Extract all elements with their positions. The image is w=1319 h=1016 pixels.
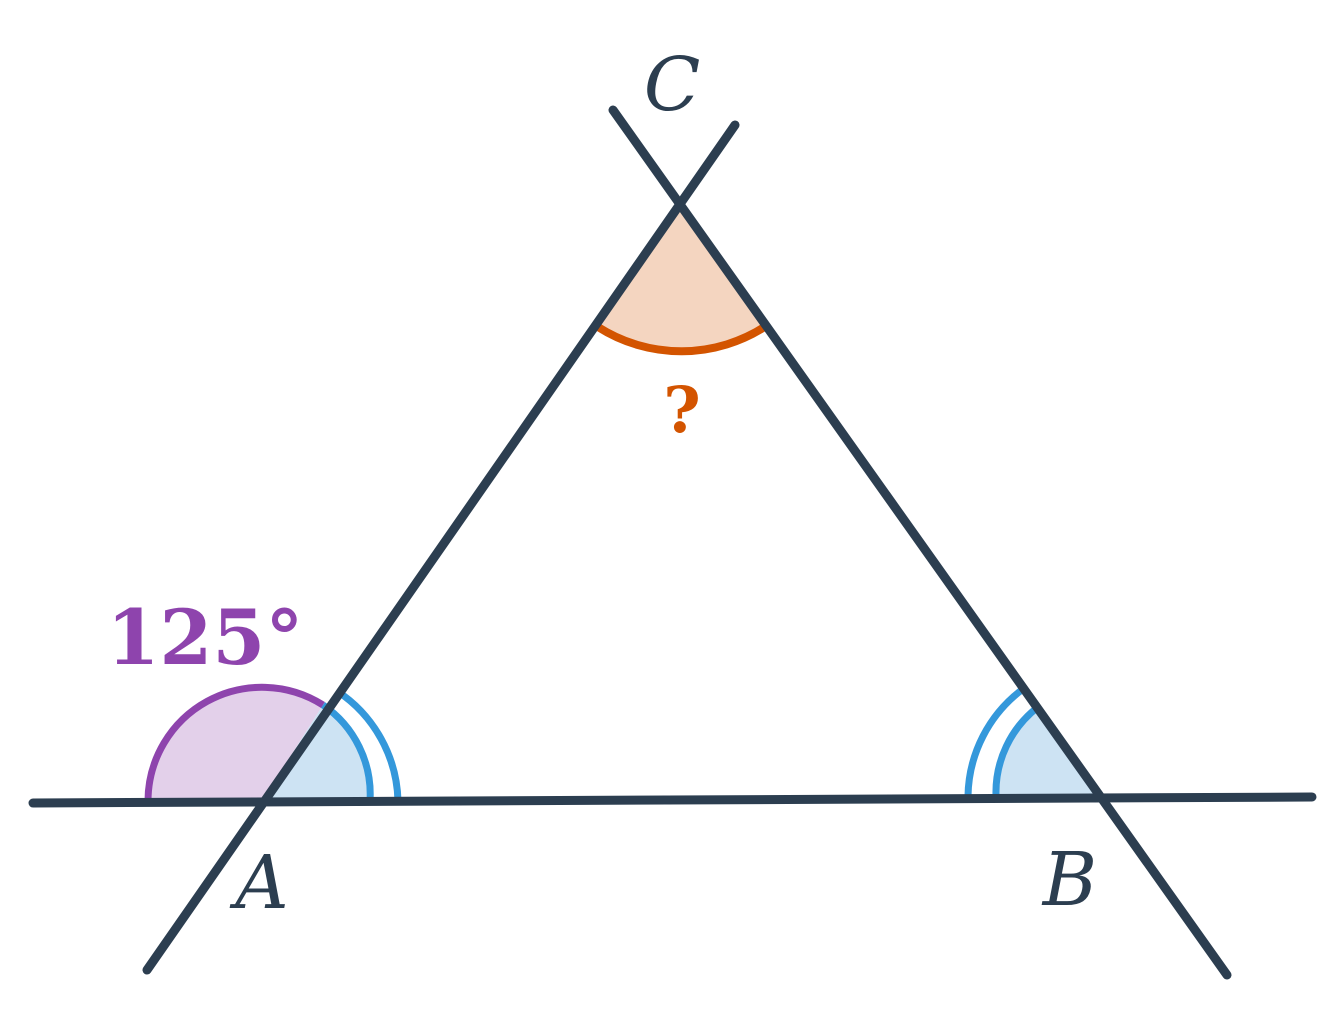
line-bc — [608, 105, 1232, 980]
interior-angle-a-fill — [262, 705, 371, 801]
vertex-label-c: C — [644, 42, 701, 128]
vertex-label-b: B — [1041, 837, 1097, 923]
angle-a-arc-inner — [321, 702, 374, 802]
angle-b-arc-inner — [992, 704, 1041, 797]
line-ac — [142, 120, 740, 975]
base-line — [28, 792, 1317, 808]
angle-c-fill — [598, 200, 766, 352]
angle-c-arc — [595, 322, 769, 356]
vertex-label-a: A — [229, 840, 288, 926]
unknown-angle-label: ? — [663, 373, 701, 448]
interior-angle-b-fill — [995, 707, 1104, 796]
exterior-angle-label: 125° — [107, 593, 304, 682]
exterior-angle-a-arc — [144, 683, 325, 802]
angle-b-arc-outer — [964, 686, 1026, 797]
angle-a-arc-outer — [335, 688, 402, 802]
